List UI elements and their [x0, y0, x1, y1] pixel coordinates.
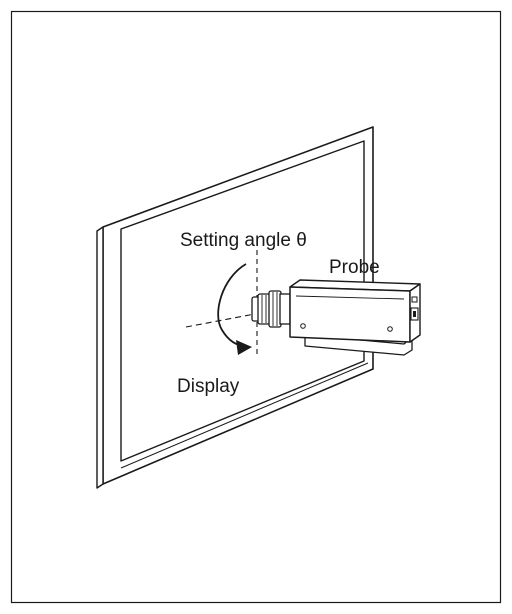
optical-axis-line [185, 312, 261, 328]
display-screen [120, 140, 365, 462]
probe-body [289, 279, 421, 356]
probe-label: Probe [329, 257, 380, 278]
display-side-edge [96, 226, 104, 489]
display-bezel-inner-line [120, 362, 369, 469]
setting-angle-label: Setting angle θ [180, 230, 307, 251]
label-knockout [178, 222, 334, 252]
probe-lens [251, 290, 291, 328]
display-label: Display [177, 376, 240, 397]
angle-arrow-head-icon [236, 340, 252, 355]
